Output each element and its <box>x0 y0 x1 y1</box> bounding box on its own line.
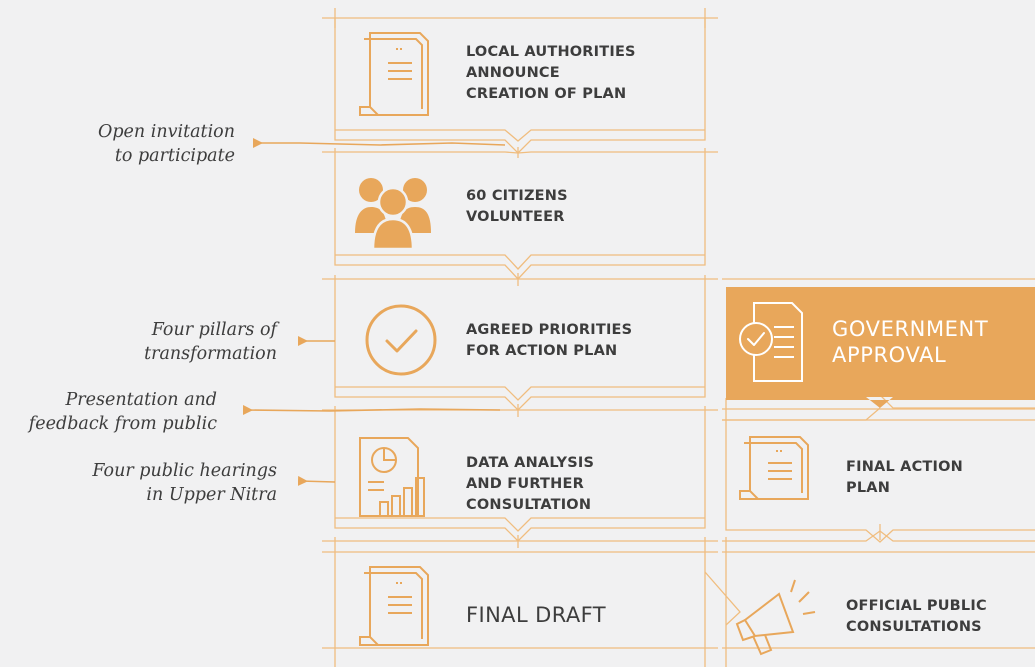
megaphone-icon <box>735 579 816 656</box>
document-icon <box>359 32 429 116</box>
side-note-pillars: Four pillars of transformation <box>144 320 277 364</box>
step-label-analysis: DATA ANALYSIS AND FURTHER CONSULTATION <box>466 455 595 513</box>
side-arrows <box>242 138 506 486</box>
step-label-volunteer: 60 CITIZENS VOLUNTEER <box>466 188 568 225</box>
left-column-frame <box>322 8 718 667</box>
people-group-icon <box>355 178 431 251</box>
government-approval-box <box>726 287 1035 397</box>
report-chart-icon <box>359 437 425 517</box>
right-column-frame <box>704 278 1035 667</box>
side-note-invitation: Open invitation to participate <box>98 122 235 166</box>
side-note-hearings: Four public hearings in Upper Nitra <box>92 461 277 505</box>
document-icon <box>359 566 429 646</box>
step-label-public-consultations: OFFICIAL PUBLIC CONSULTATIONS <box>846 598 987 635</box>
step-label-priorities: AGREED PRIORITIES FOR ACTION PLAN <box>466 322 633 359</box>
side-note-presentation: Presentation and feedback from public <box>28 390 217 434</box>
approved-document-icon <box>739 302 803 382</box>
document-icon <box>739 436 809 500</box>
step-label-final-action-plan: FINAL ACTION PLAN <box>846 459 963 496</box>
step-label-announce: LOCAL AUTHORITIES ANNOUNCE CREATION OF P… <box>466 44 636 102</box>
step-label-final-draft: FINAL DRAFT <box>466 603 606 627</box>
step-label-government-approval: GOVERNMENT APPROVAL <box>832 317 989 367</box>
checkmark-circle-icon <box>365 304 437 376</box>
